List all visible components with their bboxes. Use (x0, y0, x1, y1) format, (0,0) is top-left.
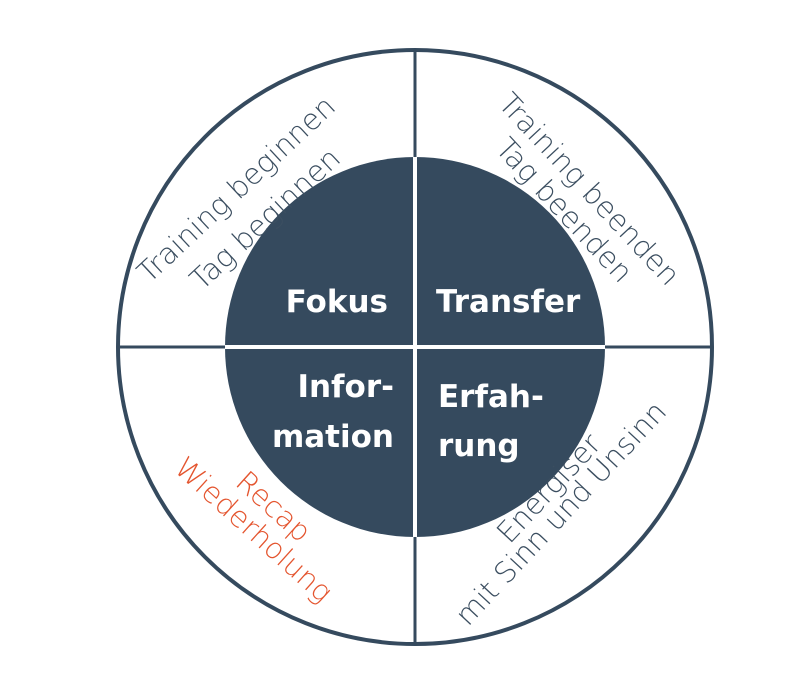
inner-label-information-line2: mation (272, 419, 394, 455)
inner-label-fokus: Fokus (286, 284, 388, 320)
inner-label-erfahrung-line2: rung (438, 428, 520, 464)
inner-label-transfer: Transfer (436, 284, 581, 320)
inner-label-information-line1: Infor- (297, 369, 394, 405)
inner-label-erfahrung-line1: Erfah- (438, 379, 544, 415)
